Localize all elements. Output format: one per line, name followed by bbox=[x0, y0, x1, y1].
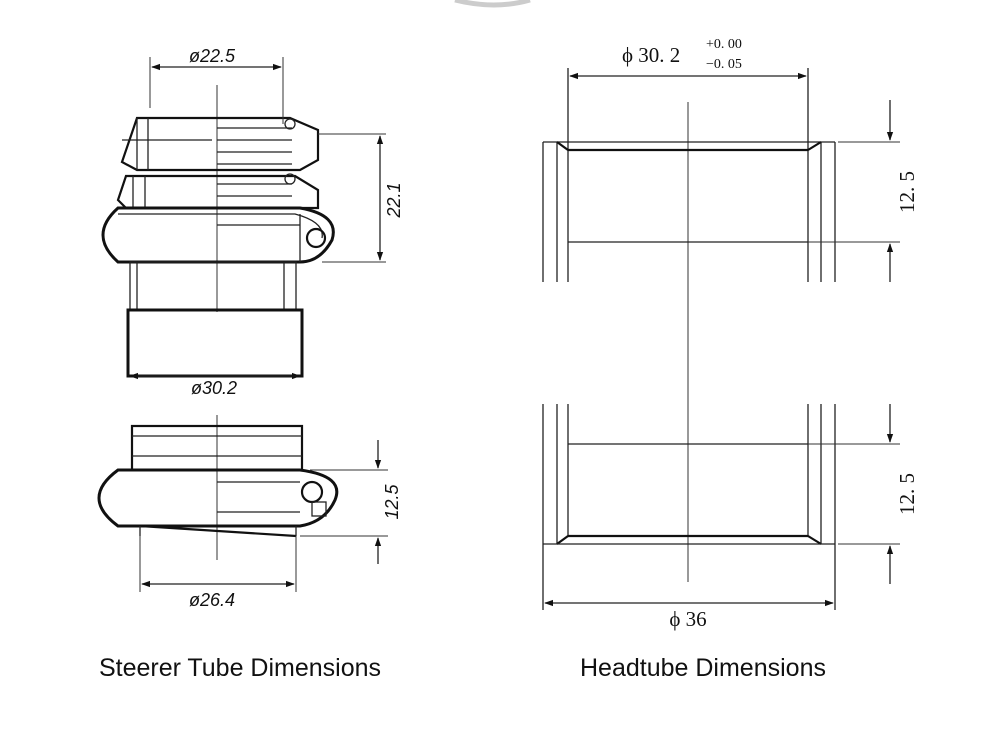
steerer-lower-height-dimension: 12.5 bbox=[300, 440, 402, 564]
steerer-bottom-width-dimension: ø30.2 bbox=[129, 372, 301, 398]
steerer-height-label: 22.1 bbox=[384, 182, 404, 218]
steerer-caption: Steerer Tube Dimensions bbox=[99, 654, 381, 682]
headtube-top-tol-upper: +0. 00 bbox=[706, 37, 742, 52]
steerer-lower-width-label: ø26.4 bbox=[189, 590, 235, 610]
top-edge-artifact bbox=[454, 0, 531, 8]
headtube-top-tol-lower: −0. 05 bbox=[706, 57, 742, 72]
headtube-outline bbox=[542, 68, 836, 610]
headtube-upper-height-label: 12. 5 bbox=[895, 171, 919, 213]
steerer-lower-assembly bbox=[97, 415, 339, 560]
headtube-upper-height-dimension: 12. 5 bbox=[808, 100, 919, 282]
headtube-bottom-width-dimension: ϕ 36 bbox=[544, 599, 834, 631]
steerer-height-dimension: 22.1 bbox=[318, 133, 404, 263]
steerer-lower-width-dimension: ø26.4 bbox=[139, 536, 297, 610]
steerer-lower-height-label: 12.5 bbox=[382, 484, 402, 520]
headtube-top-width-label: ϕ 30. 2 bbox=[622, 43, 680, 67]
steerer-bottom-width-label: ø30.2 bbox=[191, 378, 237, 398]
headtube-top-width-dimension: ϕ 30. 2 +0. 00 −0. 05 bbox=[569, 37, 807, 80]
headtube-lower-height-dimension: 12. 5 bbox=[808, 404, 919, 584]
headtube-lower-height-label: 12. 5 bbox=[895, 473, 919, 515]
steerer-upper-assembly bbox=[101, 85, 335, 378]
steerer-top-width-label: ø22.5 bbox=[189, 46, 236, 66]
headtube-caption: Headtube Dimensions bbox=[580, 654, 826, 682]
steerer-top-width-dimension: ø22.5 bbox=[149, 46, 284, 124]
headtube-bottom-width-label: ϕ 36 bbox=[669, 607, 706, 631]
